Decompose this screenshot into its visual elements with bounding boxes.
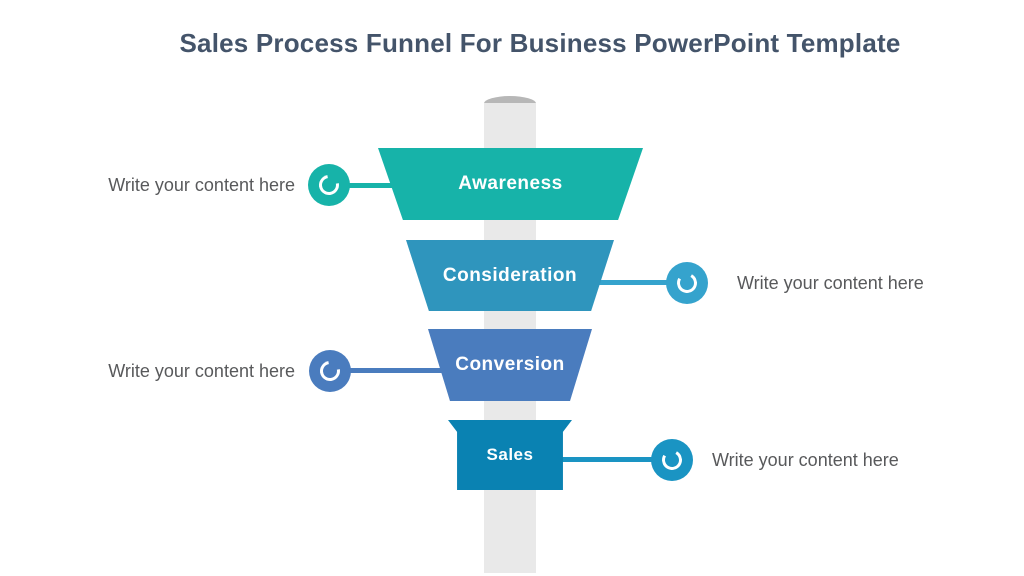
note-consideration: Write your content here bbox=[737, 273, 924, 293]
note-awareness: Write your content here bbox=[108, 175, 295, 195]
open-ring-icon bbox=[674, 270, 700, 296]
connector-dot-conversion bbox=[309, 350, 351, 392]
connector-dot-sales bbox=[651, 439, 693, 481]
open-ring-icon bbox=[316, 357, 344, 385]
connector-dot-awareness bbox=[308, 164, 350, 206]
connector-line-awareness bbox=[344, 183, 396, 188]
connector-line-consideration bbox=[598, 280, 670, 285]
funnel-segment-conversion bbox=[428, 329, 592, 401]
funnel-segment-consideration bbox=[406, 240, 614, 311]
funnel-segment-sales bbox=[448, 420, 572, 490]
open-ring-icon bbox=[659, 447, 685, 473]
open-ring-icon bbox=[315, 171, 343, 199]
funnel-segment-awareness bbox=[378, 148, 643, 220]
note-sales: Write your content here bbox=[712, 450, 899, 470]
connector-dot-consideration bbox=[666, 262, 708, 304]
connector-line-sales bbox=[558, 457, 654, 462]
stage-label-awareness: Awareness bbox=[458, 173, 563, 194]
connector-line-conversion bbox=[346, 368, 446, 373]
stage-label-sales: Sales bbox=[486, 445, 534, 464]
slide-title: Sales Process Funnel For Business PowerP… bbox=[179, 28, 901, 58]
stage-label-consideration: Consideration bbox=[442, 264, 578, 286]
stage-label-conversion: Conversion bbox=[455, 354, 565, 375]
note-conversion: Write your content here bbox=[108, 361, 295, 381]
